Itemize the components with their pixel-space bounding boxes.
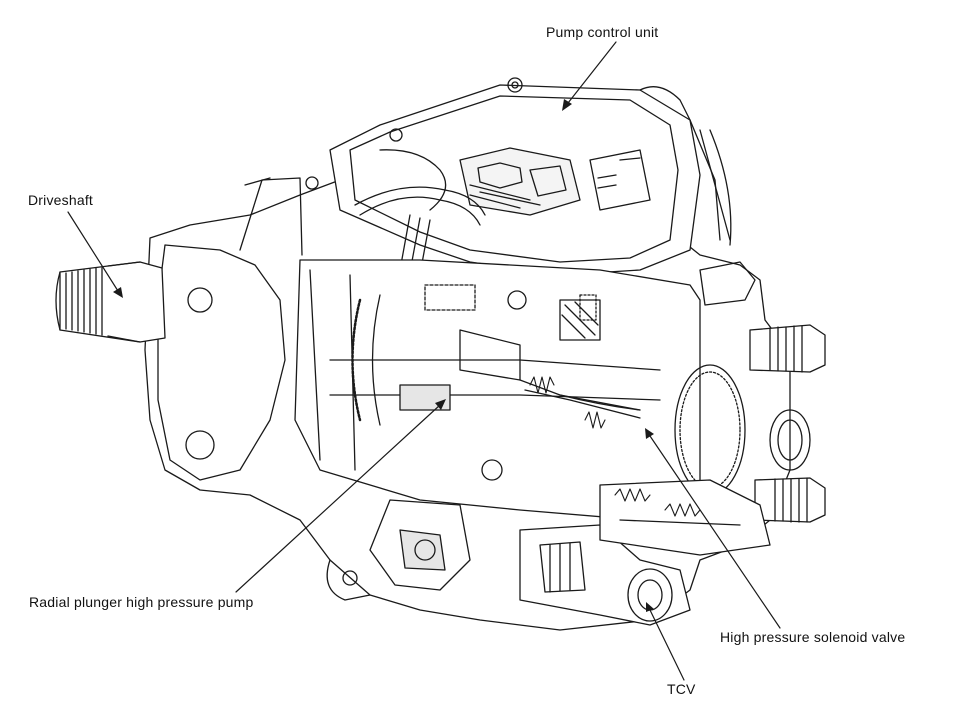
lower-assemblies: [326, 479, 771, 626]
label-radial-plunger-pump: Radial plunger high pressure pump: [29, 594, 254, 610]
leader-tcv: [649, 609, 685, 681]
leader-hp-solenoid: [649, 435, 781, 629]
leader-pump-control-unit: [567, 41, 617, 104]
leader-radial-plunger: [235, 404, 441, 593]
label-pump-control-unit: Pump control unit: [546, 24, 659, 40]
label-tcv: TCV: [667, 681, 696, 697]
label-hp-solenoid-valve: High pressure solenoid valve: [720, 629, 906, 645]
leader-driveshaft: [67, 211, 119, 292]
label-driveshaft: Driveshaft: [28, 192, 94, 208]
arrowhead-pump-control-unit: [562, 99, 572, 111]
arrowhead-tcv: [646, 602, 654, 612]
cutaway-body: [294, 259, 701, 521]
arrowhead-driveshaft: [113, 287, 123, 298]
pump-control-unit: [305, 77, 732, 276]
outlet-fittings: [674, 261, 826, 523]
driveshaft: [55, 261, 166, 343]
arrowhead-radial-plunger: [435, 399, 446, 410]
arrowhead-hp-solenoid: [645, 428, 654, 439]
leader-lines: [67, 41, 781, 681]
